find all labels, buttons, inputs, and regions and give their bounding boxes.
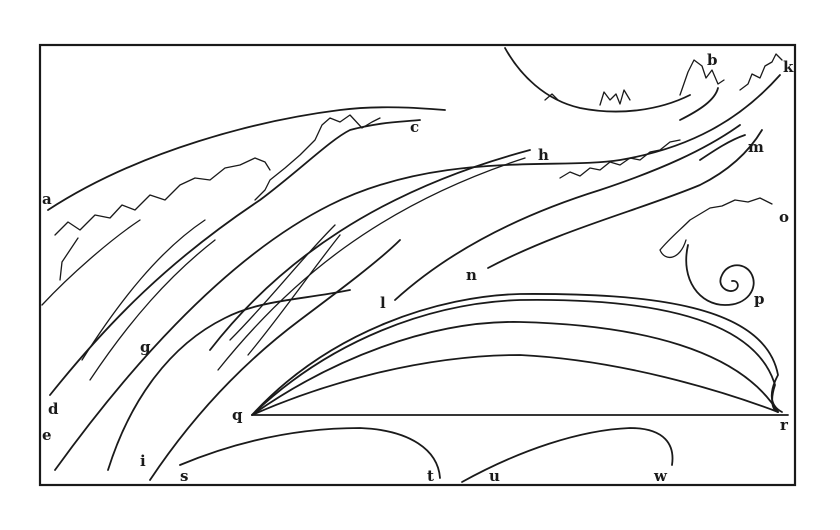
label-g: g [140,338,151,356]
label-q: q [232,406,243,424]
curve-g-band [82,220,215,380]
label-d: d [48,400,59,418]
label-a: a [42,190,52,208]
label-b: b [707,51,718,69]
jagged-crest-b [545,60,724,105]
jagged-crest-c [255,115,380,200]
curve-i [108,290,350,470]
label-c: c [410,118,419,136]
curve-m [700,135,745,160]
jagged-crest-left [55,158,270,235]
label-k: k [783,58,794,76]
label-n: n [466,266,477,284]
label-s: s [180,467,188,485]
label-w: w [653,467,668,485]
spiral-p [686,245,753,305]
label-p: p [754,290,765,308]
label-m: m [748,138,764,156]
arch-q-r-2 [252,322,778,415]
curve-top-curl-b [505,48,690,112]
jagged-crest-o [660,198,772,257]
arch-q-r-1 [252,355,778,415]
label-u: u [489,467,500,485]
label-t: t [427,467,434,485]
arch-s-t [180,428,440,478]
label-l: l [380,294,386,312]
label-i: i [140,452,146,470]
label-r: r [780,416,789,434]
label-h: h [538,146,549,164]
label-o: o [779,208,789,226]
jagged-crest-k [560,54,782,178]
curve-b-tongue [680,88,718,120]
label-e: e [42,426,52,444]
arch-q-r-3 [252,300,778,415]
curve-i-inner [150,240,400,480]
